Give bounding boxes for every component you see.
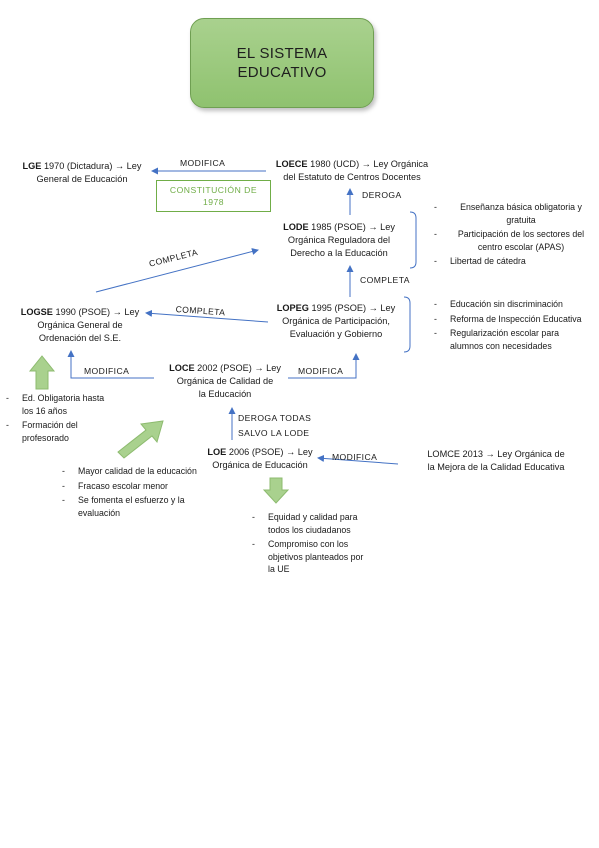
lge-line1: 1970 (Dictadura) → Ley [41,161,142,171]
label-modifica-top: MODIFICA [180,158,226,168]
node-lopeg: LOPEG 1995 (PSOE) → Ley Orgánica de Part… [268,302,404,341]
label-modifica-loe: MODIFICA [332,452,378,462]
loece-line1: 1980 (UCD) → Ley Orgánica [307,159,429,169]
lode-code: LODE [283,222,309,232]
label-deroga: DEROGA [362,190,402,200]
label-deroga-todas-1: DEROGA TODAS [238,413,312,423]
list-item: Regularización escolar para alumnos con … [432,327,592,352]
list-item: Participación de los sectores del centro… [432,228,592,253]
lge-line2: General de Educación [36,174,128,184]
label-completa-lode: COMPLETA [360,275,410,285]
loe-line1: 2006 (PSOE) → Ley [226,447,313,457]
arrow-modifica-loe [317,454,399,465]
lopeg-line2: Orgánica de Participación, [282,316,390,326]
logse-line2: Orgánica General de [37,320,123,330]
list-item: Formación del profesorado [4,419,114,444]
list-item: Fracaso escolar menor [60,480,210,493]
list-lopeg: Educación sin discriminación Reforma de … [432,298,592,354]
list-item: Enseñanza básica obligatoria y gratuita [432,201,592,226]
lomce-line1: LOMCE 2013 → Ley Orgánica de [427,449,565,459]
label-deroga-todas-2: SALVO LA LODE [238,428,310,438]
loe-line2: Orgánica de Educación [212,460,308,470]
list-item: Se fomenta el esfuerzo y la evaluación [60,494,210,519]
arrow-modifica-logse [67,350,154,379]
title-line2: EDUCATIVO [237,64,327,81]
list-item: Mayor calidad de la educación [60,465,210,478]
label-modifica-logse: MODIFICA [84,366,130,376]
list-item: Reforma de Inspección Educativa [432,313,592,326]
list-logse: Ed. Obligatoria hasta los 16 años Formac… [4,392,114,446]
list-item: Equidad y calidad para todos los ciudada… [250,511,370,536]
lopeg-code: LOPEG [276,303,309,313]
constitucion-line1: CONSTITUCIÓN DE [169,185,258,195]
title-box: EL SISTEMA EDUCATIVO [190,18,374,108]
list-item: Ed. Obligatoria hasta los 16 años [4,392,114,417]
arrow-completa-diagonal [95,248,259,293]
constitucion-line2: 1978 [202,197,225,207]
lge-code: LGE [22,161,42,171]
lopeg-line3: Evaluación y Gobierno [289,329,383,339]
node-lge: LGE 1970 (Dictadura) → Ley General de Ed… [12,160,152,186]
green-arrow-diagonal [117,420,164,459]
lode-line1: 1985 (PSOE) → Ley [308,222,395,232]
logse-line3: Ordenación del S.E. [38,333,122,343]
list-lode: Enseñanza básica obligatoria y gratuita … [432,201,592,270]
list-loe: Equidad y calidad para todos los ciudada… [250,511,370,578]
green-arrow-down [262,477,290,504]
label-modifica-lopeg: MODIFICA [298,366,344,376]
lode-line3: Derecho a la Educación [290,248,388,258]
title-line1: EL SISTEMA [236,45,328,62]
logse-line1: 1990 (PSOE) → Ley [52,307,140,317]
node-lode: LODE 1985 (PSOE) → Ley Orgánica Regulado… [268,221,410,260]
list-loce: Mayor calidad de la educación Fracaso es… [60,465,210,521]
green-arrow-up [28,355,56,390]
node-loece: LOECE 1980 (UCD) → Ley Orgánica del Esta… [266,158,438,184]
bracket-lopeg [403,296,411,353]
loece-line2: del Estatuto de Centros Docentes [283,172,421,182]
arrow-modifica-lopeg [288,353,360,379]
loce-code: LOCE [169,363,195,373]
list-item: Educación sin discriminación [432,298,592,311]
bracket-lode [409,211,417,269]
loce-line2: Orgánica de Calidad de [176,376,274,386]
loece-code: LOECE [275,159,308,169]
arrow-completa-logse [145,309,269,323]
constitucion-box: CONSTITUCIÓN DE 1978 [156,180,271,212]
node-loe: LOE 2006 (PSOE) → Ley Orgánica de Educac… [198,446,322,472]
list-item: Libertad de cátedra [432,255,592,268]
lomce-line2: la Mejora de la Calidad Educativa [427,462,565,472]
node-lomce: LOMCE 2013 → Ley Orgánica de la Mejora d… [400,448,592,474]
loce-line1: 2002 (PSOE) → Ley [194,363,281,373]
loce-line3: la Educación [198,389,252,399]
logse-code: LOGSE [20,307,53,317]
lopeg-line1: 1995 (PSOE) → Ley [308,303,396,313]
loe-code: LOE [207,447,227,457]
list-item: Compromiso con los objetivos planteados … [250,538,370,576]
lode-line2: Orgánica Reguladora del [287,235,391,245]
node-loce: LOCE 2002 (PSOE) → Ley Orgánica de Calid… [158,362,292,401]
node-logse: LOGSE 1990 (PSOE) → Ley Orgánica General… [14,306,146,345]
label-deroga-todas: DEROGA TODAS SALVO LA LODE [238,411,311,441]
